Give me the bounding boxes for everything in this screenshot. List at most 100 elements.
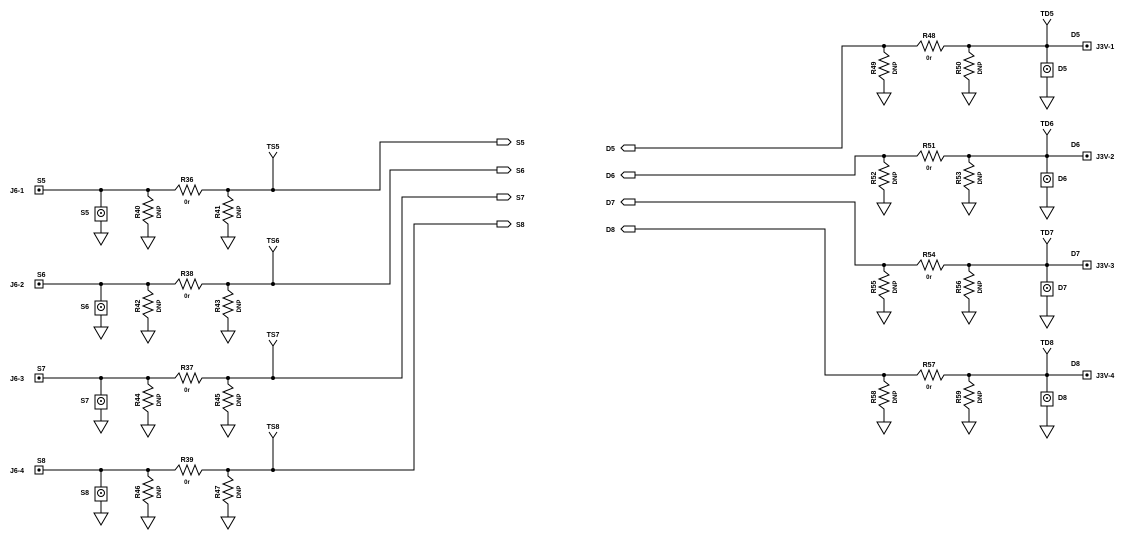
diode-ring [1043,65,1051,73]
net-label: S7 [37,366,46,373]
resistor-value: 0r [926,166,932,172]
resistor-ref: R57 [923,362,936,369]
ground-symbol [876,309,892,325]
resistor-ref: R46 [135,485,142,498]
ground-symbol [961,419,977,435]
connector-label: J3V-1 [1096,44,1114,51]
offpage-arrow [496,220,512,228]
resistor-value: 0r [926,275,932,281]
resistor-zigzag [221,378,235,422]
test-point [268,431,278,470]
diode-ring [1043,175,1051,183]
resistor-dnp [962,375,976,419]
ground-symbol [1039,423,1055,439]
input-net-label: D8 [606,227,615,234]
resistor-zigzag [877,156,891,200]
ground-triangle [1039,425,1055,439]
ground-triangle [1039,96,1055,110]
offpage-arrow [620,225,636,233]
input-net-label: D7 [606,200,615,207]
connector-pin [1085,154,1089,158]
connector-label: J6-2 [10,282,24,289]
test-point [1042,128,1052,156]
dnp-label: DNP [978,172,984,185]
dnp-label: DNP [978,391,984,404]
dnp-label: DNP [237,300,243,313]
resistor-ref: R44 [135,393,142,406]
ground-triangle [93,326,109,340]
wire [635,45,884,149]
resistor-value: 0r [184,294,190,300]
resistor-zigzag [877,265,891,309]
diode-center [100,306,102,308]
resistor-zigzag [141,378,155,422]
connector-pin [1085,373,1089,377]
dnp-label: DNP [157,394,163,407]
connector-label: J3V-3 [1096,263,1114,270]
tvs-diode [1040,172,1054,188]
ground-symbol [140,422,156,438]
testpoint-flag [1042,347,1052,355]
testpoint-flag [268,339,278,347]
diode-body [94,206,108,222]
resistor-zigzag [141,190,155,234]
tvs-diode [1040,391,1054,407]
net-label: S8 [37,458,46,465]
ground-triangle [220,516,236,530]
resistor-ref: R40 [135,205,142,218]
components [34,18,1092,530]
tvs-diode [1040,281,1054,297]
resistor-dnp [141,284,155,328]
ground-triangle [140,424,156,438]
ground-symbol [140,328,156,344]
dnp-label: DNP [978,62,984,75]
offpage-connector [496,193,512,201]
testpoint-ref: TD7 [1040,230,1053,237]
ground-symbol [961,90,977,106]
output-connector [1082,370,1092,380]
connector-label: J6-4 [10,468,24,475]
dnp-label: DNP [237,206,243,219]
input-net-label: D6 [606,173,615,180]
testpoint-flag [1042,128,1052,136]
resistor-series [912,258,947,272]
ground-triangle [1039,315,1055,329]
diode-body [1040,62,1054,78]
test-point [268,151,278,190]
test-point [1042,18,1052,46]
net-label: D5 [1071,32,1080,39]
resistor-zigzag [877,46,891,90]
offpage-connector [620,171,636,179]
resistor-ref: R38 [181,271,194,278]
resistor-dnp [221,470,235,514]
offpage-label: S6 [516,168,525,175]
diode-ref: S6 [80,304,89,311]
resistor-zigzag [170,371,205,385]
wire [273,141,497,191]
test-point [1042,347,1052,375]
test-point [268,245,278,284]
offpage-connector [620,144,636,152]
resistor-dnp [221,190,235,234]
diode-center [1046,68,1048,70]
resistor-zigzag [221,284,235,328]
offpage-arrow [620,171,636,179]
connector-pin [37,468,41,472]
connector-body [34,373,44,383]
resistor-ref: R41 [215,205,222,218]
resistor-dnp [962,46,976,90]
ground-symbol [1039,94,1055,110]
ground-triangle [140,236,156,250]
resistor-ref: R53 [956,171,963,184]
ground-triangle [961,311,977,325]
resistor-ref: R45 [215,393,222,406]
connector-pin [1085,263,1089,267]
net-label: D7 [1071,251,1080,258]
net-label: S5 [37,178,46,185]
connector-body [1082,41,1092,51]
ground-symbol [220,422,236,438]
diode-body [1040,172,1054,188]
resistor-dnp [877,46,891,90]
tvs-diode [94,486,108,502]
